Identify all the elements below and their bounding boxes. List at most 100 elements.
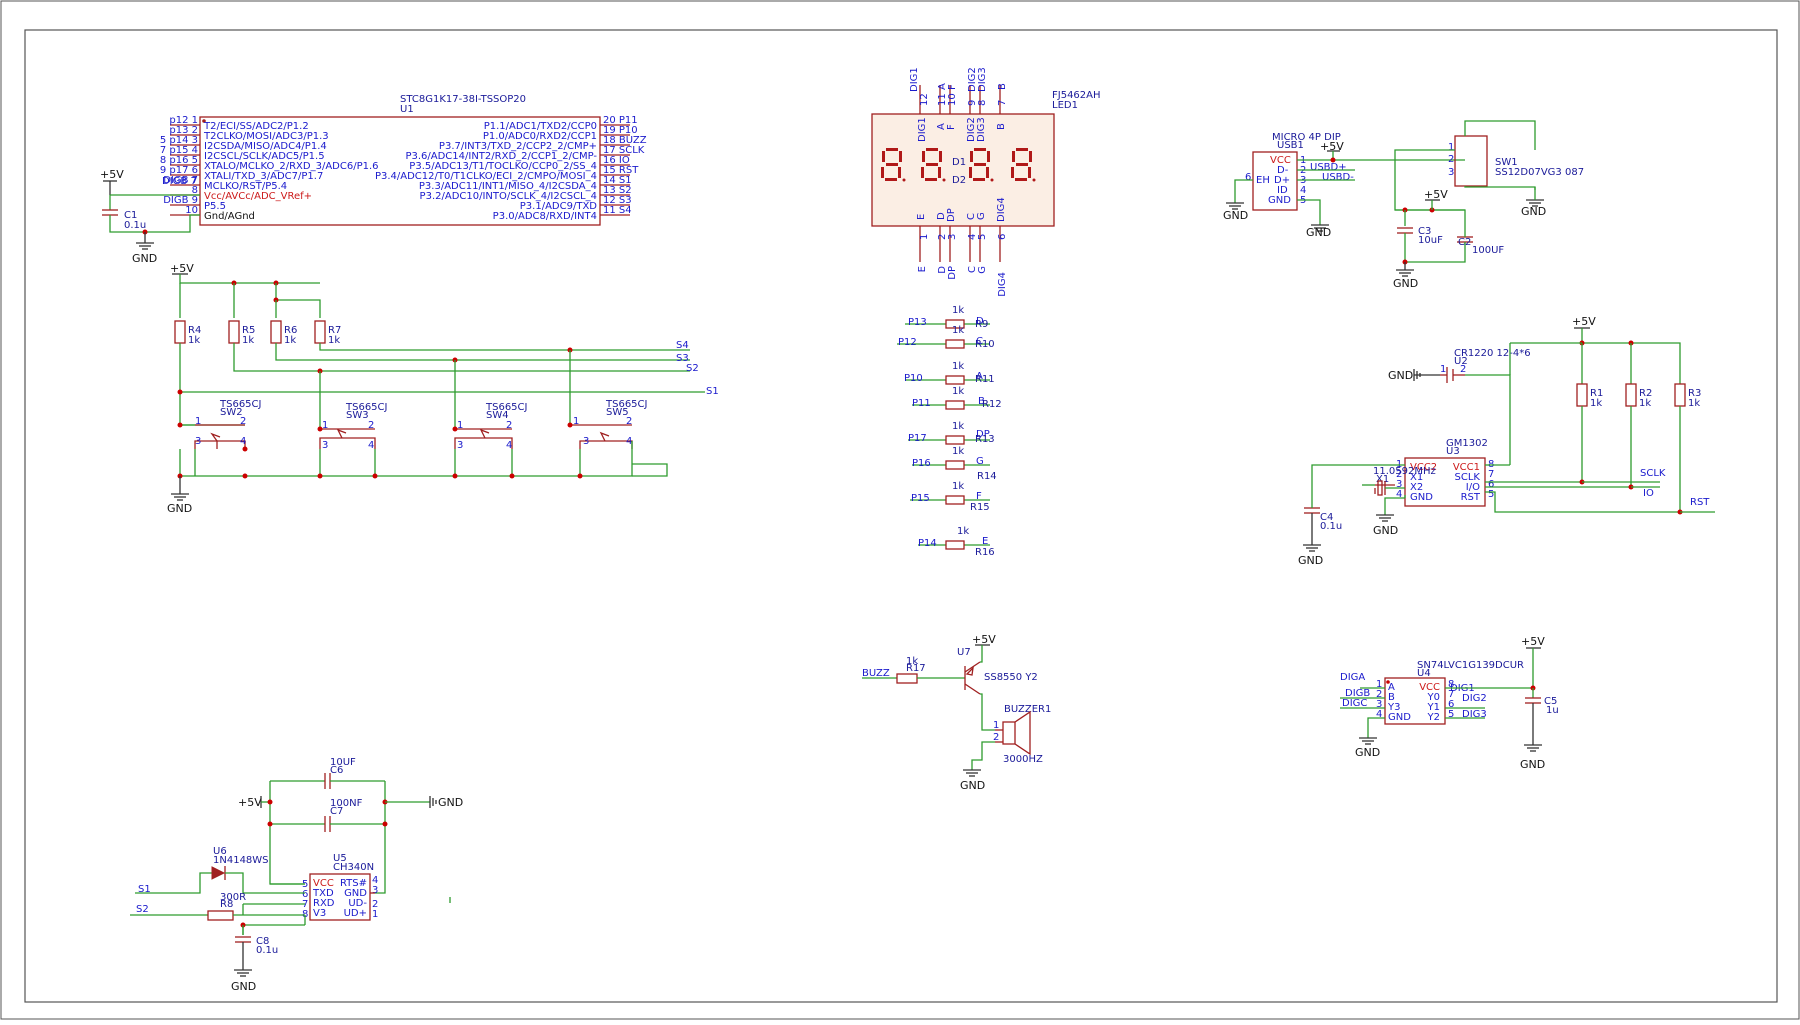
ch340-pin: RXD (313, 898, 335, 909)
mcu-pin-num: 17 SCLK (603, 145, 645, 156)
dec-pin: VCC (1419, 682, 1440, 693)
mcu-pin-name: T2CLKO/MOSI/ADC3/P1.3 (203, 131, 329, 142)
dec-pin: A (1388, 682, 1395, 693)
led-inner: DIG2 (966, 117, 977, 142)
gnd-label: GND (167, 502, 192, 515)
ch340-ref: U5 (333, 853, 347, 864)
c6-ref: C6 (330, 765, 343, 776)
rtc-num: 4 (1396, 489, 1402, 500)
seg-net: P10 (904, 373, 923, 384)
mcu-u1[interactable]: STC8G1K17-38I-TSSOP20 U1 T2/ECI/SS/ADC2/… (160, 94, 647, 226)
dec-pin: Y0 (1427, 692, 1440, 703)
seg-ref: R9 (975, 319, 988, 330)
rtc-num: 6 (1488, 479, 1494, 490)
ch340-num: 3 (372, 885, 378, 896)
seg-out: G (976, 456, 984, 467)
sw-pin: 1 (195, 416, 201, 427)
switch-sw2[interactable]: TS665CJ SW2 1 2 3 4 (177, 399, 262, 452)
c3-ref: C3 (1418, 226, 1431, 237)
ch340-num: 8 (302, 909, 308, 920)
net-s2-ch: S2 (136, 904, 149, 915)
bat-pin: 2 (1460, 364, 1466, 375)
seg-value: 1k (952, 325, 964, 336)
mcu-pin-num: 10 (185, 205, 198, 216)
usb-pin: D- (1277, 165, 1289, 176)
power-label: +5V (1572, 315, 1596, 328)
usb-dm-net: USBD- (1322, 172, 1354, 183)
led-inner: B (996, 123, 1007, 130)
bat-ref: U2 (1454, 356, 1468, 367)
gnd-label: GND (1298, 554, 1323, 567)
x1-value: 11.0592MHz (1373, 466, 1436, 477)
dec-out-net: DIG2 (1462, 693, 1487, 704)
led-inner: DIG1 (917, 117, 928, 142)
led-net: DIG1 (909, 67, 920, 92)
net-s1-ch: S1 (138, 884, 151, 895)
seven-seg-digits: D1 D2 (881, 148, 1036, 186)
switch-sw5[interactable]: TS665CJ SW5 1 2 3 4 (567, 350, 648, 449)
rtc-ref: U3 (1446, 446, 1460, 457)
usb-pin-num: 4 (1300, 185, 1306, 196)
bulk-caps: +5V C3 10uF C2 100UF GND (1393, 188, 1504, 290)
seg-net: P16 (912, 458, 931, 469)
led-value: FJ5462AH (1052, 90, 1101, 101)
led-pin-num: 5 (977, 234, 988, 240)
switch-sw3[interactable]: TS665CJ SW3 1 2 3 4 (317, 371, 388, 451)
mcu-pin-name: I2CSCL/SCLK/ADC5/P1.5 (204, 151, 325, 162)
rtc-num: 2 (1396, 469, 1402, 480)
power-label: +5V (238, 796, 262, 809)
power-switch-sw1[interactable]: 1 2 3 SW1 SS12D07VG3 087 GND (1394, 120, 1584, 218)
led-net: C (967, 266, 978, 273)
mcu-pin-name: XTALO/MCLKO_2/RXD_3/ADC6/P1.6 (204, 161, 379, 172)
sw1-pin: 1 (1448, 142, 1454, 153)
colon-d2: D2 (952, 175, 966, 186)
dec-in-net: DIGC (1342, 698, 1367, 709)
dec-pin: Y3 (1387, 702, 1400, 713)
sw1-value: SS12D07VG3 087 (1495, 167, 1584, 178)
seg-net: P15 (911, 493, 930, 504)
mcu-pin-name: Gnd/AGnd (204, 211, 255, 222)
led-pin-num: 9 (967, 100, 978, 106)
led-inner: F (946, 124, 957, 130)
rtc-pin: SCLK (1455, 472, 1481, 483)
sw-pin: 4 (506, 440, 512, 451)
mcu-decoupling: +5V C1 0.1u GND DIGB 7 (100, 168, 200, 265)
r7-value: 1k (328, 335, 340, 346)
rtc-pin: VCC1 (1453, 462, 1480, 473)
gnd-label: GND (132, 252, 157, 265)
c7-ref: C7 (330, 806, 343, 817)
power-label: +5V (1320, 140, 1344, 153)
button-section: +5V R4 1k R5 1k R6 1k R7 1k (167, 262, 719, 515)
c6-value: 10UF (330, 757, 356, 768)
mcu-pin-num: 15 RST (603, 165, 639, 176)
seg-out: C (976, 336, 983, 347)
dec-pin: GND (1388, 712, 1411, 723)
mcu-pin-num: 5 p14 3 (160, 135, 198, 146)
seg-ref: R13 (975, 434, 995, 445)
dec-in-net: DIGB (1345, 688, 1370, 699)
led-inner: E (916, 214, 927, 220)
sw1-pin: 2 (1448, 154, 1454, 165)
dec-num: 2 (1376, 689, 1382, 700)
mcu-pin-name: P3.2/ADC10/INTO/SCLK_4/I2CSCL_4 (420, 191, 597, 202)
led-net: D (937, 266, 948, 274)
buzzer-value: 3000HZ (1003, 754, 1043, 765)
usb-pin: ID (1277, 185, 1288, 196)
rtc-pin: I/O (1466, 482, 1480, 493)
gnd-label: GND (1355, 746, 1380, 759)
mcu-pin-num: 20 P11 (603, 115, 638, 126)
switch-sw4[interactable]: TS665CJ SW4 1 2 3 4 (452, 360, 528, 451)
r6-ref: R6 (284, 325, 297, 336)
ch340-num: 4 (372, 875, 378, 886)
gnd-label: GND (1521, 205, 1546, 218)
seg-ref: R10 (975, 339, 995, 350)
led-display[interactable]: FJ5462AH LED1 DIG1 A F DIG2 DIG3 B 12 11… (871, 67, 1101, 297)
net-label-digb: DIGB 7 (162, 176, 197, 187)
r3-ref: R3 (1688, 388, 1701, 399)
dec-num: 7 (1448, 689, 1454, 700)
mcu-pin-num: 14 S1 (603, 175, 632, 186)
rtc-pin: RST (1461, 492, 1481, 503)
inner-frame (24, 29, 1778, 1003)
mcu-pin-num: 9 p17 6 (160, 165, 198, 176)
